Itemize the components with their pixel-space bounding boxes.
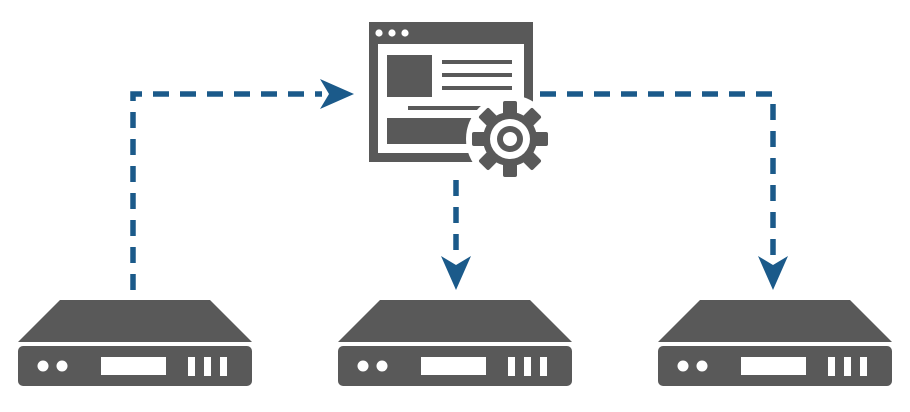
edge-server-left-to-config — [130, 91, 322, 290]
window-text-line-4 — [408, 106, 490, 110]
window-dot-2 — [388, 29, 396, 37]
server-rack-icon — [658, 300, 892, 386]
arrow-heads — [320, 79, 788, 290]
arrow-head-down-center — [441, 256, 471, 290]
window-bottom-bar — [387, 118, 477, 144]
web-config-window-icon — [369, 22, 533, 162]
server-rack-icon — [338, 300, 572, 386]
window-text-line-1 — [442, 60, 512, 64]
server-rack-icon — [18, 300, 252, 386]
window-text-line-2 — [442, 73, 512, 77]
connectors — [130, 91, 776, 290]
window-text-line-3 — [442, 86, 512, 90]
arrow-head-down-right — [758, 256, 788, 290]
window-dot-3 — [401, 29, 409, 37]
arrow-head-right — [320, 79, 354, 109]
window-image-block — [387, 55, 432, 97]
window-dot-1 — [375, 29, 383, 37]
window-frame — [369, 22, 533, 162]
gear-icon — [466, 95, 554, 183]
edge-config-to-server-right — [540, 91, 776, 258]
